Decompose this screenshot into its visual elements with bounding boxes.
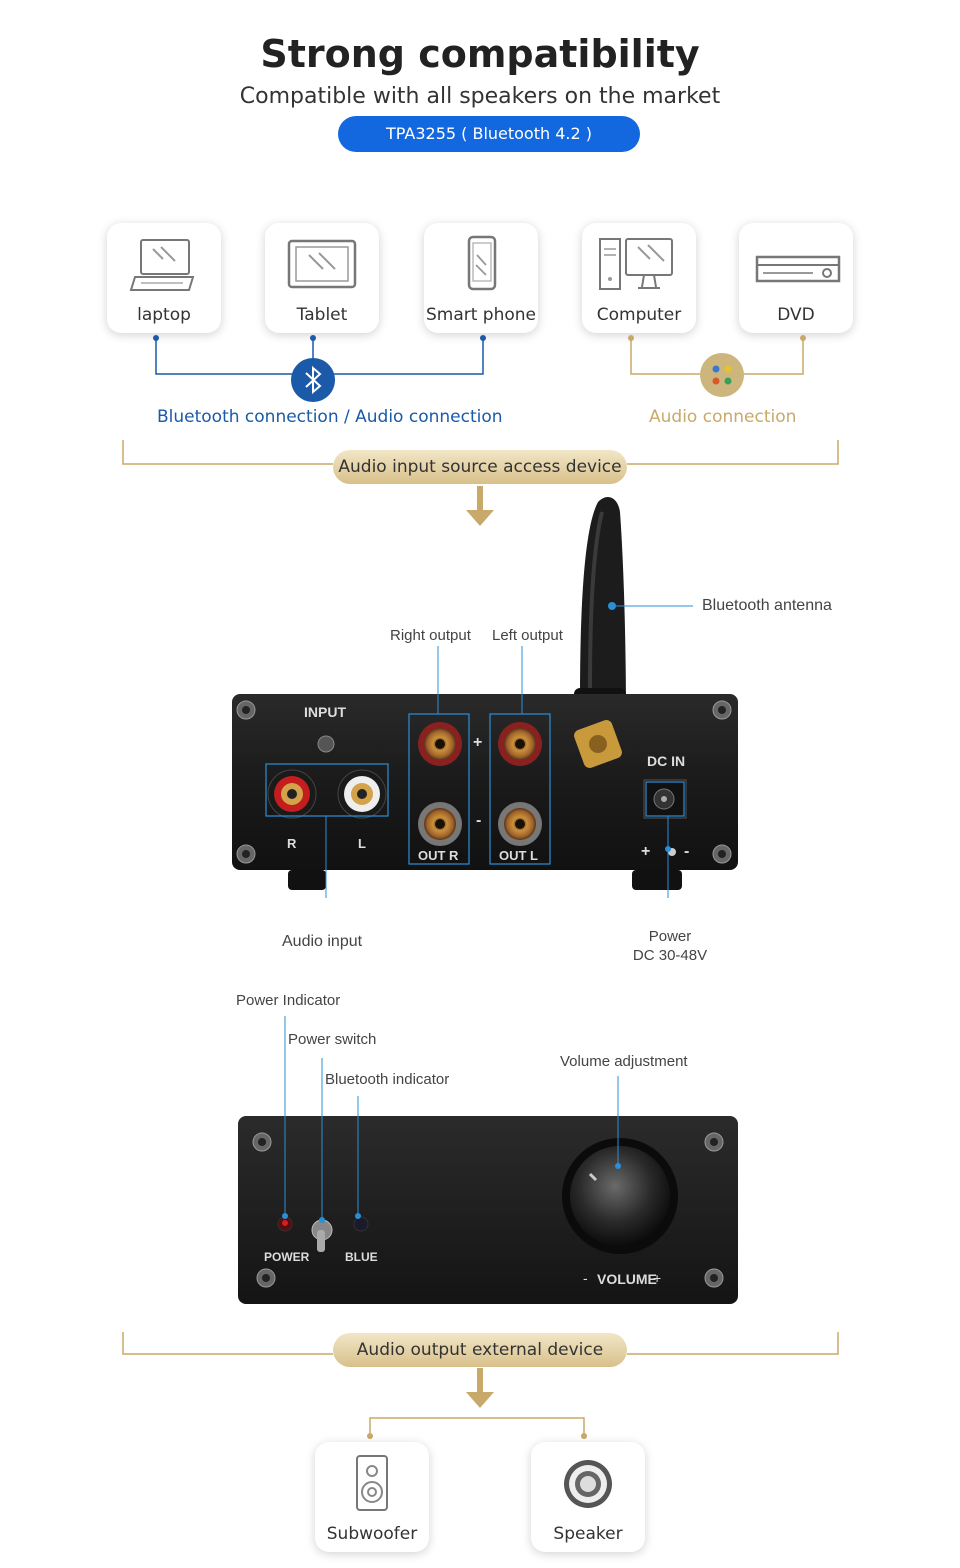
- terminal-plus-sign: +: [473, 734, 483, 751]
- dvd-icon: [755, 255, 841, 283]
- device-label: laptop: [137, 305, 191, 325]
- smartphone-icon: [467, 235, 497, 291]
- device-card-dvd: DVD: [739, 223, 853, 333]
- terminal-minus-sign: -: [476, 812, 482, 829]
- bluetooth-icon: [291, 358, 335, 402]
- device-label: DVD: [777, 305, 815, 325]
- device-card-tablet: Tablet: [265, 223, 379, 333]
- computer-icon: [599, 238, 673, 290]
- left-output-annotation: Left output: [492, 627, 563, 644]
- dc-plus-sign: +: [641, 843, 651, 860]
- speaker-icon: [564, 1460, 612, 1508]
- audio-input-annotation: Audio input: [282, 933, 363, 950]
- device-label: Speaker: [553, 1524, 623, 1544]
- device-label: Smart phone: [425, 305, 537, 325]
- power-voltage-annotation: DC 30-48V: [632, 947, 708, 964]
- rear-panel-illustration: [232, 497, 738, 898]
- input-section-label: Audio input source access device: [333, 450, 627, 484]
- laptop-icon: [129, 239, 195, 291]
- bluetooth-connection-caption: Bluetooth connection / Audio connection: [157, 407, 503, 427]
- audio-connection-caption: Audio connection: [649, 407, 797, 427]
- page-title: Strong compatibility: [260, 32, 700, 76]
- power-indicator-annotation: Power Indicator: [236, 992, 341, 1009]
- rca-right-label: R: [287, 836, 297, 851]
- audio-jack-icon: [700, 353, 744, 397]
- rca-left-label: L: [358, 836, 366, 851]
- volume-plus-sign: +: [653, 1270, 662, 1286]
- blue-led-label: BLUE: [345, 1250, 378, 1264]
- device-label: Subwoofer: [326, 1524, 418, 1544]
- front-panel-illustration: [238, 1016, 738, 1304]
- power-switch-annotation: Power switch: [288, 1031, 377, 1048]
- out-r-label: OUT R: [418, 848, 459, 863]
- device-card-smartphone: Smart phone: [424, 223, 538, 333]
- dc-minus-sign: -: [684, 843, 690, 860]
- power-annotation: Power: [648, 928, 692, 945]
- down-arrow-icon: [466, 1368, 494, 1408]
- volume-adjustment-annotation: Volume adjustment: [560, 1053, 688, 1070]
- device-card-laptop: laptop: [107, 223, 221, 333]
- out-l-label: OUT L: [499, 848, 538, 863]
- device-label: Tablet: [296, 305, 348, 325]
- input-panel-label: INPUT: [304, 704, 346, 720]
- volume-label: VOLUME: [597, 1271, 657, 1287]
- output-section-label: Audio output external device: [333, 1333, 627, 1367]
- down-arrow-icon: [466, 486, 494, 526]
- output-connection-lines: [122, 1332, 839, 1439]
- device-card-computer: Computer: [582, 223, 696, 333]
- device-card-speaker: Speaker: [531, 1442, 645, 1552]
- device-card-subwoofer: Subwoofer: [315, 1442, 429, 1552]
- model-badge: TPA3255 ( Bluetooth 4.2 ): [338, 116, 640, 152]
- tablet-icon: [287, 239, 357, 289]
- subwoofer-icon: [356, 1455, 388, 1511]
- bluetooth-indicator-annotation: Bluetooth indicator: [325, 1071, 450, 1088]
- dc-in-label: DC IN: [647, 753, 686, 769]
- page-subtitle: Compatible with all speakers on the mark…: [239, 84, 721, 109]
- bluetooth-antenna-annotation: Bluetooth antenna: [702, 597, 832, 614]
- power-led-label: POWER: [264, 1250, 310, 1264]
- device-label: Computer: [596, 305, 682, 325]
- right-output-annotation: Right output: [390, 627, 471, 644]
- volume-minus-sign: -: [583, 1270, 588, 1286]
